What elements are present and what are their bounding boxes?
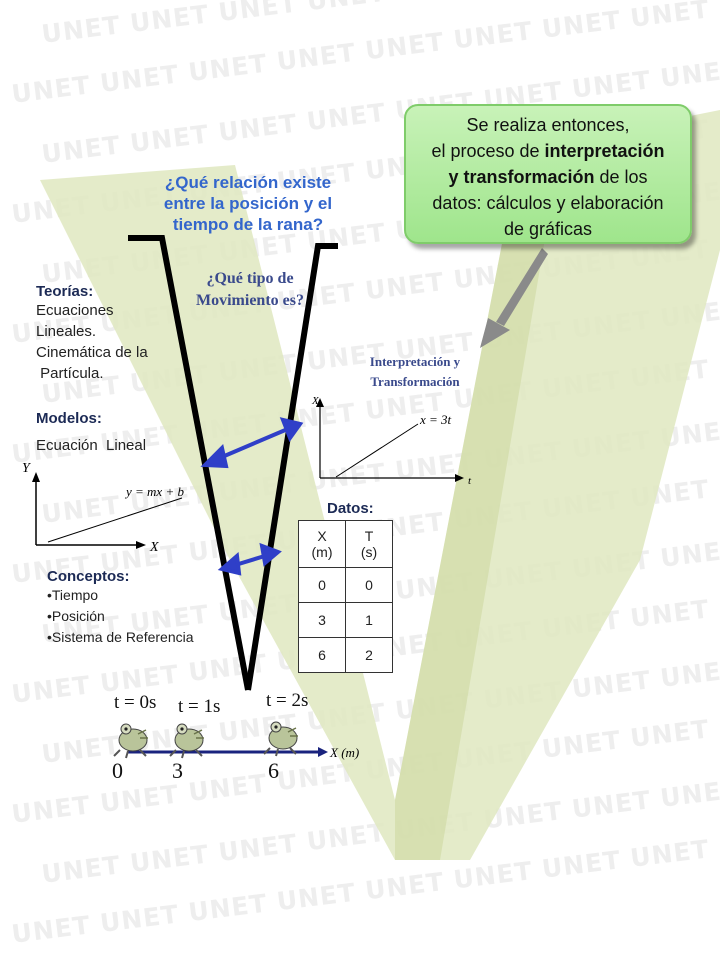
interp-x-label: t <box>468 475 472 487</box>
table-header-cell: X (m) <box>298 520 346 568</box>
table-header-row: X (m) T (s) <box>298 520 393 568</box>
table-row: 0 0 <box>298 567 393 603</box>
table-cell: 2 <box>345 637 393 673</box>
pointer-arrow <box>480 248 548 348</box>
time-label: t = 1s <box>178 696 221 717</box>
teorias-title: Teorías: <box>36 283 94 300</box>
table-cell: 1 <box>345 602 393 638</box>
double-arrow-bottom <box>217 542 282 576</box>
table-cell: 0 <box>345 567 393 603</box>
interp-equation: x = 3t <box>419 412 452 427</box>
table-cell: 0 <box>298 567 346 603</box>
callout-box: Se realiza entonces, el proceso de inter… <box>404 104 692 244</box>
table-row: 3 1 <box>298 602 393 638</box>
interpretacion-label: Interpretación y Transformación <box>340 352 490 392</box>
callout-line: y transformación de los <box>406 164 690 190</box>
position-label: 6 <box>268 758 279 783</box>
table-row: 6 2 <box>298 637 393 673</box>
conceptos-title: Conceptos: <box>47 568 130 585</box>
header-unit: (m) <box>311 544 333 560</box>
movement-question-line: Movimiento es? <box>196 292 304 309</box>
interp-y-label: X <box>311 395 320 407</box>
time-label: t = 2s <box>266 690 309 711</box>
position-axis-label: X (m) <box>329 745 359 760</box>
table-cell: 3 <box>298 602 346 638</box>
movement-question-line: ¿Qué tipo de <box>206 270 294 287</box>
conceptos-section: Conceptos: •Tiempo •Posición •Sistema de… <box>47 568 247 648</box>
frog-icon <box>113 723 148 759</box>
callout-text: el proceso de <box>431 141 545 161</box>
callout-line: Se realiza entonces, <box>466 115 630 135</box>
interpretacion-line: Interpretación y <box>369 354 461 369</box>
callout-bold: y transformación <box>448 167 595 187</box>
position-label: 3 <box>172 758 183 783</box>
model-y-label: Y <box>22 461 32 476</box>
callout-line: de gráficas <box>503 219 593 239</box>
datos-table: X (m) T (s) 0 0 3 1 6 2 <box>298 520 393 673</box>
conceptos-item: •Posición <box>47 608 105 624</box>
interp-graph <box>316 398 464 482</box>
table-cell: 6 <box>298 637 346 673</box>
table-header-cell: T (s) <box>345 520 393 568</box>
time-label: t = 0s <box>114 692 157 713</box>
frog-icon <box>169 723 204 759</box>
callout-text: de los <box>594 167 648 187</box>
frog-icon <box>263 721 298 757</box>
main-question-line: entre la posición y el <box>163 194 333 213</box>
model-x-label: X <box>149 540 159 555</box>
conceptos-item: •Tiempo <box>47 587 99 603</box>
main-question-line: tiempo de la rana? <box>172 215 324 234</box>
callout-bold: interpretación <box>544 141 665 161</box>
datos-title: Datos: <box>327 500 374 517</box>
header-text: X <box>317 528 327 544</box>
teorias-line: Lineales. <box>36 323 97 340</box>
conceptos-item: •Sistema de Referencia <box>47 629 194 645</box>
interpretacion-line: Transformación <box>370 374 460 389</box>
main-question-line: ¿Qué relación existe <box>164 173 332 192</box>
teorias-section: Teorías: Ecuaciones Lineales. Cinemática… <box>36 283 206 384</box>
modelos-section: Modelos: Ecuación Lineal <box>36 410 206 456</box>
double-arrow-top <box>200 417 304 469</box>
v-left-arm <box>128 235 251 691</box>
header-unit: (s) <box>360 544 378 560</box>
teorias-line: Ecuaciones <box>36 302 114 319</box>
modelos-text: Ecuación Lineal <box>36 437 147 454</box>
v-background-shadow <box>395 150 560 860</box>
callout-line: datos: cálculos y elaboración <box>432 193 664 213</box>
model-equation: y = mx + b <box>124 484 184 499</box>
header-text: T <box>364 528 374 544</box>
v-right-arm <box>245 243 338 691</box>
model-graph <box>32 472 183 549</box>
main-question: ¿Qué relación existe entre la posición y… <box>128 172 368 235</box>
modelos-title: Modelos: <box>36 410 102 427</box>
teorias-line: Partícula. <box>36 365 104 382</box>
movement-question: ¿Qué tipo de Movimiento es? <box>160 268 340 312</box>
v-background <box>40 110 720 860</box>
teorias-line: Cinemática de la <box>36 344 148 361</box>
callout-line: el proceso de interpretación <box>406 138 690 164</box>
position-label: 0 <box>112 758 123 783</box>
